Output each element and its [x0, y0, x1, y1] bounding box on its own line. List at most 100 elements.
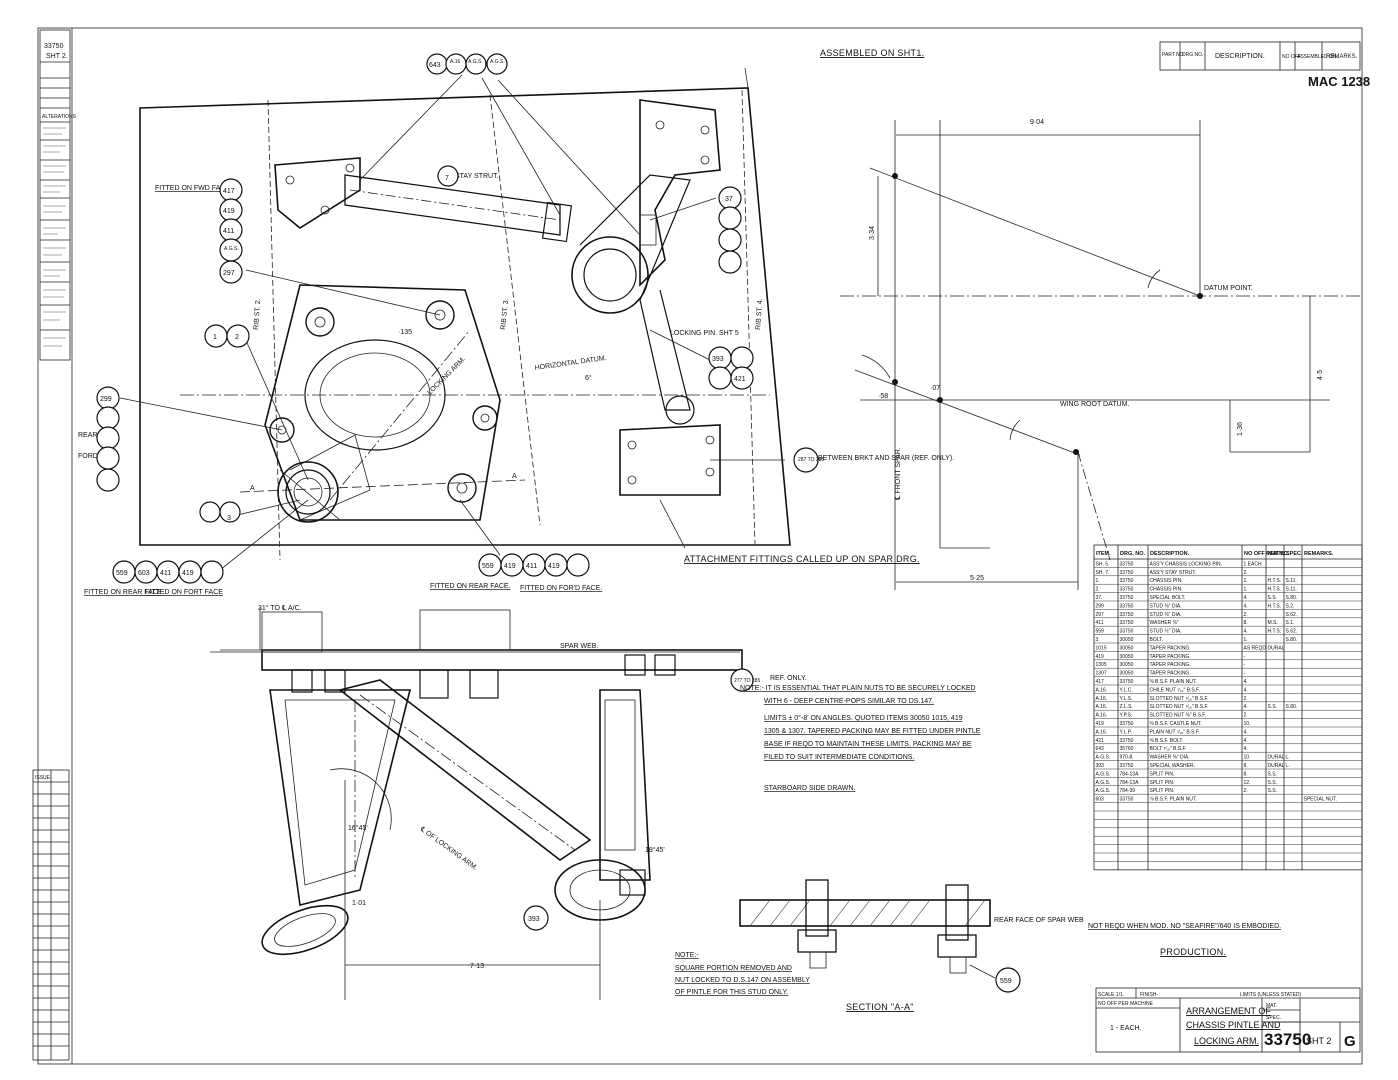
note-line-5: BASE IF REQD TO MAINTAIN THESE LIMITS. P…	[764, 741, 972, 748]
table-cell: 1307	[1096, 671, 1107, 677]
table-cell: 8.	[1244, 771, 1248, 777]
title-line-1: ARRANGEMENT OF	[1186, 1006, 1271, 1016]
table-cell: 30050	[1120, 637, 1134, 643]
note-line-1: NOTE:- IT IS ESSENTIAL THAT PLAIN NUTS T…	[740, 685, 976, 692]
table-cell: S.62.	[1286, 629, 1298, 635]
table-cell: -	[1244, 671, 1246, 677]
table-cell: 1.	[1244, 578, 1248, 584]
bubble-3: 3	[227, 515, 231, 522]
table-cell: 4.	[1244, 746, 1248, 752]
geometry-view	[840, 120, 1360, 590]
table-cell: A.16.	[1096, 687, 1108, 693]
table-cell: 2.	[1244, 696, 1248, 702]
issue-column: ISSUE.	[32, 769, 70, 1061]
table-cell: STUD ½" DIA.	[1150, 628, 1182, 635]
svg-text:A.16: A.16	[450, 59, 461, 65]
svg-text:A: A	[250, 485, 255, 492]
table-cell: DURAL	[1268, 755, 1285, 761]
horizontal-datum-label: HORIZONTAL DATUM.	[534, 355, 607, 372]
parts-list-table: ITEM.DRG. NO.DESCRIPTION.NO OFF PER MC.M…	[1093, 544, 1363, 871]
svg-text:411: 411	[526, 563, 537, 570]
no-off-per-machine-label: NO OFF PER MACHINE	[1098, 1001, 1154, 1007]
table-cell: 1305	[1096, 662, 1107, 668]
table-header-cell: DESCRIPTION.	[1150, 551, 1190, 557]
table-cell: ASS'Y CHASSIS LOCKING PIN.	[1150, 561, 1223, 567]
locking-pin-label: LOCKING PIN. SHT 5	[670, 330, 739, 337]
table-cell: BOLT ⁷⁄₁₆" B.S.F.	[1150, 746, 1187, 752]
table-cell: ASS'Y STAY STRUT.	[1150, 570, 1197, 576]
table-cell: 33750	[1120, 612, 1134, 618]
table-cell: Y.P.S.	[1120, 713, 1133, 719]
header-part-no: PART NO.	[1162, 52, 1185, 58]
bubble-411: 411	[223, 228, 234, 235]
table-cell: 30050	[1120, 662, 1134, 668]
finish-label: FINISH-	[1140, 992, 1158, 998]
qty-label: 1 - EACH.	[1110, 1025, 1142, 1032]
dim-1-01: 1·01	[352, 900, 366, 907]
table-header-cell: DRG. NO.	[1120, 551, 1146, 557]
table-cell: S.1.	[1286, 620, 1295, 626]
table-cell: STUD ⅜" DIA.	[1150, 603, 1182, 609]
title-line-2: CHASSIS PINTLE AND	[1186, 1020, 1281, 1030]
table-cell: TAPER PACKING.	[1150, 645, 1191, 651]
drawing-number: 33750	[1264, 1030, 1311, 1049]
stay-strut-label: STAY STRUT.	[455, 173, 499, 180]
table-cell: 4.	[1244, 738, 1248, 744]
table-cell: 2.	[1244, 713, 1248, 719]
rib-st3: RIB ST. 3.	[500, 298, 510, 330]
dim-31deg: 31° TO ℄ A/C.	[258, 604, 302, 612]
table-cell: 30050	[1120, 671, 1134, 677]
fitted-fort-face-label: FITTED ON FORT FACE	[145, 589, 223, 596]
bubble-287: 287 TO 285	[798, 457, 824, 463]
table-cell: DURAL	[1268, 763, 1285, 769]
table-cell: 10.	[1244, 755, 1251, 761]
note-line-4: 1305 & 1307. TAPERED PACKING MAY BE FITT…	[764, 728, 981, 735]
table-cell: 33750	[1120, 629, 1134, 635]
table-cell: 784-13A	[1120, 780, 1140, 786]
table-cell: 421	[1096, 738, 1105, 744]
left-margin-sheet: SHT 2.	[46, 53, 68, 60]
table-cell: SPECIAL NUT.	[1304, 797, 1337, 803]
production-label: PRODUCTION.	[1160, 947, 1226, 957]
rear-face-spar-label: REAR FACE OF SPAR WEB	[994, 917, 1084, 924]
note-line-2: WITH 6 - DEEP CENTRE-POPS SIMILAR TO DS.…	[764, 698, 934, 705]
table-cell: S.S.	[1268, 788, 1277, 794]
table-cell: SLOTTED NUT ⅝" B.S.F.	[1150, 713, 1207, 719]
wing-root-datum-label: WING ROOT DATUM.	[1060, 401, 1129, 408]
square-note-title: NOTE:-	[675, 952, 699, 959]
title-line-3: LOCKING ARM.	[1194, 1036, 1259, 1046]
table-cell: DURAL	[1268, 645, 1285, 651]
table-cell: ⅝ B.S.F. BOLT.	[1150, 738, 1184, 744]
table-cell: TAPER PACKING.	[1150, 662, 1191, 668]
table-cell: 33750	[1120, 679, 1134, 685]
table-cell: S.80.	[1286, 637, 1298, 643]
table-cell: 1015	[1096, 645, 1107, 651]
square-note-3: OF PINTLE FOR THIS STUD ONLY.	[675, 989, 788, 996]
table-cell: 33750	[1120, 578, 1134, 584]
table-cell: 4.	[1244, 595, 1248, 601]
table-cell: 4.	[1244, 603, 1248, 609]
dim-4-5: 4·5	[1317, 370, 1324, 380]
table-cell: SH. 7.	[1096, 570, 1110, 576]
table-cell: 559	[1096, 629, 1105, 635]
notes-block: NOTE:- IT IS ESSENTIAL THAT PLAIN NUTS T…	[675, 685, 981, 996]
table-cell: 411	[1096, 620, 1104, 626]
table-header-cell: NO OFF PER MC.	[1244, 551, 1290, 557]
title-block: SCALE 1/1. FINISH- LIMITS (UNLESS STATED…	[1095, 987, 1361, 1053]
bubble-419: 419	[223, 208, 235, 215]
table-cell: A.G.S.	[1096, 780, 1111, 786]
table-cell: S.80.	[1286, 595, 1298, 601]
table-cell: 35760	[1120, 746, 1134, 752]
table-cell: 33750	[1120, 587, 1134, 593]
table-cell: 37.	[1096, 595, 1103, 601]
table-cell: A.16.	[1096, 696, 1108, 702]
table-cell: SPLIT PIN.	[1150, 771, 1175, 777]
table-cell: 2.	[1244, 570, 1248, 576]
table-cell: H.T.S.	[1268, 578, 1282, 584]
svg-text:419: 419	[504, 563, 516, 570]
table-header-cell: REMARKS.	[1304, 551, 1334, 557]
dim-07: ·07	[930, 385, 940, 392]
table-cell: SPLIT PIN.	[1150, 788, 1175, 794]
bubble-7: 7	[445, 175, 449, 182]
mat-label: MAT.	[1266, 1003, 1277, 1009]
